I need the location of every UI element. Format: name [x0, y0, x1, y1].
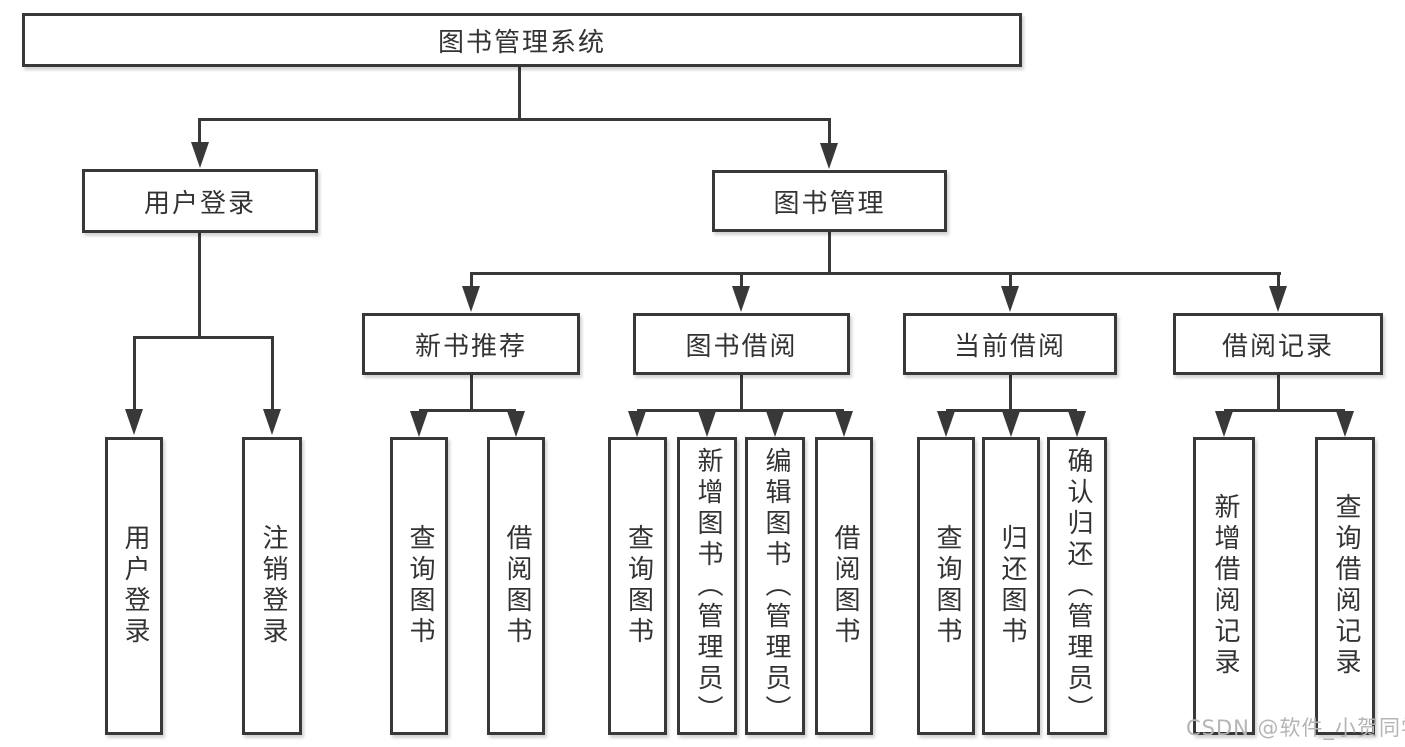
node-new-book-recommend: 新书推荐 — [362, 313, 580, 375]
leaf-add-borrow-record: 新增借阅记录 — [1193, 437, 1255, 735]
leaf-add-borrow-record-label: 新增借阅记录 — [1209, 493, 1240, 679]
leaf-borrow-book-label: 借阅图书 — [829, 524, 860, 648]
leaf-recommend-search-book-label: 查询图书 — [404, 524, 435, 648]
connector-line — [271, 336, 274, 411]
connector-arrow-down — [820, 143, 838, 169]
leaf-borrow-book: 借阅图书 — [815, 437, 873, 735]
connector-line — [1277, 272, 1280, 288]
leaf-logout: 注销登录 — [242, 437, 302, 735]
node-book-borrow: 图书借阅 — [633, 313, 850, 375]
connector-arrow-down — [1336, 411, 1354, 437]
leaf-edit-book-admin: 编辑图书（管理员） — [745, 437, 805, 735]
connector-line — [199, 118, 831, 121]
connector-line — [828, 118, 831, 146]
connector-arrow-down — [937, 411, 955, 437]
connector-line — [740, 375, 743, 412]
connector-arrow-down — [191, 142, 209, 168]
connector-arrow-down — [125, 409, 143, 435]
connector-line — [419, 409, 516, 412]
leaf-add-book-admin-label: 新增图书（管理员） — [692, 446, 723, 726]
connector-line — [1009, 272, 1012, 288]
connector-line — [637, 409, 844, 412]
connector-line — [740, 272, 743, 288]
connector-arrow-down — [766, 411, 784, 437]
connector-arrow-down — [462, 286, 480, 312]
connector-arrow-down — [507, 411, 525, 437]
leaf-search-borrow-record: 查询借阅记录 — [1315, 437, 1375, 735]
node-user-login: 用户登录 — [82, 169, 318, 233]
connector-arrow-down — [698, 411, 716, 437]
leaf-return-book: 归还图书 — [982, 437, 1040, 735]
node-borrow-record-label: 借阅记录 — [1221, 331, 1334, 362]
node-user-login-label: 用户登录 — [143, 188, 256, 219]
leaf-search-borrow-record-label: 查询借阅记录 — [1330, 493, 1361, 679]
connector-line — [518, 67, 521, 119]
leaf-borrow-search-book-label: 查询图书 — [623, 524, 654, 648]
connector-line — [1009, 373, 1012, 412]
leaf-add-book-admin: 新增图书（管理员） — [677, 437, 737, 735]
leaf-user-login: 用户登录 — [105, 437, 163, 735]
connector-line — [198, 118, 201, 146]
leaf-return-book-label: 归还图书 — [996, 524, 1027, 648]
csdn-watermark: CSDN @软件_小贺同学 — [1186, 716, 1405, 740]
leaf-user-login-label: 用户登录 — [119, 524, 150, 648]
node-root-label: 图书管理系统 — [437, 27, 606, 58]
connector-arrow-down — [1215, 411, 1233, 437]
node-root: 图书管理系统 — [22, 13, 1022, 67]
node-book-borrow-label: 图书借阅 — [685, 331, 798, 362]
leaf-current-search-book: 查询图书 — [917, 437, 975, 735]
leaf-confirm-return-admin: 确认归还（管理员） — [1047, 437, 1107, 735]
leaf-current-search-book-label: 查询图书 — [931, 524, 962, 648]
connector-line — [1277, 375, 1280, 412]
leaf-logout-label: 注销登录 — [257, 524, 288, 648]
node-current-borrow-label: 当前借阅 — [953, 331, 1066, 362]
node-borrow-record: 借阅记录 — [1173, 313, 1383, 375]
connector-line — [134, 336, 274, 339]
connector-arrow-down — [410, 411, 428, 437]
connector-line — [471, 272, 1281, 275]
connector-arrow-down — [1001, 286, 1019, 312]
connector-arrow-down — [263, 409, 281, 435]
connector-line — [946, 409, 1077, 412]
leaf-recommend-borrow-book: 借阅图书 — [487, 437, 545, 735]
node-book-management-label: 图书管理 — [773, 188, 886, 219]
connector-arrow-down — [835, 411, 853, 437]
connector-line — [828, 232, 831, 274]
leaf-confirm-return-admin-label: 确认归还（管理员） — [1062, 446, 1093, 726]
connector-arrow-down — [732, 286, 750, 312]
node-book-management: 图书管理 — [712, 170, 947, 232]
connector-line — [1224, 409, 1345, 412]
node-current-borrow: 当前借阅 — [903, 313, 1117, 375]
connector-arrow-down — [1269, 286, 1287, 312]
leaf-borrow-search-book: 查询图书 — [608, 437, 667, 735]
connector-arrow-down — [1068, 411, 1086, 437]
node-new-book-recommend-label: 新书推荐 — [414, 331, 527, 362]
connector-arrow-down — [1002, 411, 1020, 437]
leaf-recommend-borrow-book-label: 借阅图书 — [501, 524, 532, 648]
leaf-edit-book-admin-label: 编辑图书（管理员） — [760, 446, 791, 726]
leaf-recommend-search-book: 查询图书 — [390, 437, 448, 735]
connector-line — [470, 375, 473, 412]
connector-line — [133, 336, 136, 411]
connector-line — [198, 233, 201, 338]
connector-line — [470, 272, 473, 288]
connector-arrow-down — [628, 411, 646, 437]
